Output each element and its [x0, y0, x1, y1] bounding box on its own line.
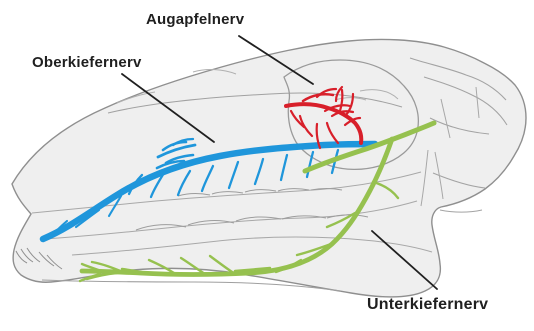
oberkiefernerv-label: Oberkiefernerv [32, 55, 142, 70]
unterkiefernerv-label: Unterkiefernerv [367, 297, 488, 313]
augapfelnerv-label: Augapfelnerv [146, 12, 244, 27]
skull-outline [12, 39, 526, 296]
